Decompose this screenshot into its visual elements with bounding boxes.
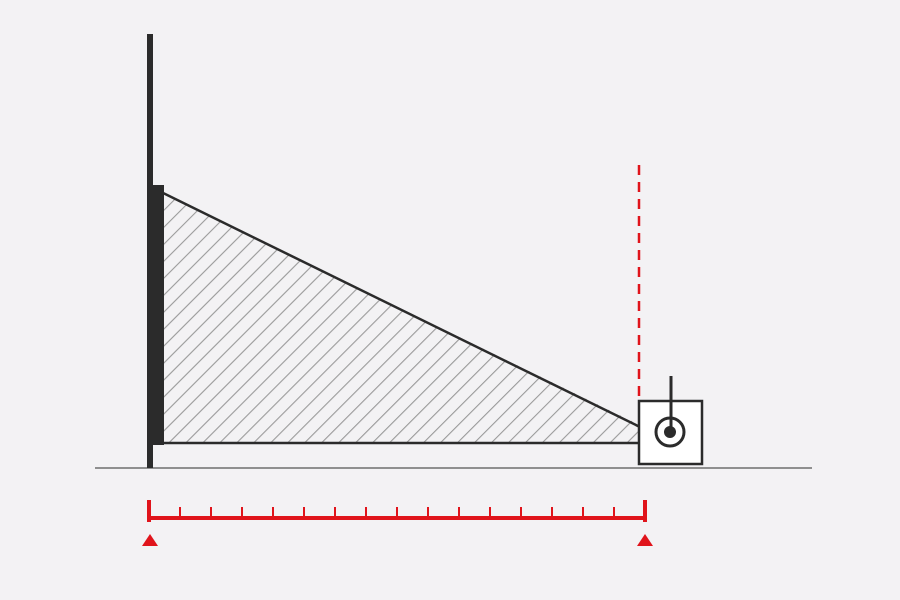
hatched-panel xyxy=(157,190,640,443)
panel-leading-edge xyxy=(150,185,164,445)
left-marker-triangle xyxy=(142,534,158,546)
motor-box-icon xyxy=(637,376,704,466)
panel-top-edge xyxy=(156,188,641,429)
wall-post xyxy=(147,34,153,468)
right-marker-triangle xyxy=(637,534,653,546)
measuring-ruler xyxy=(147,500,647,522)
